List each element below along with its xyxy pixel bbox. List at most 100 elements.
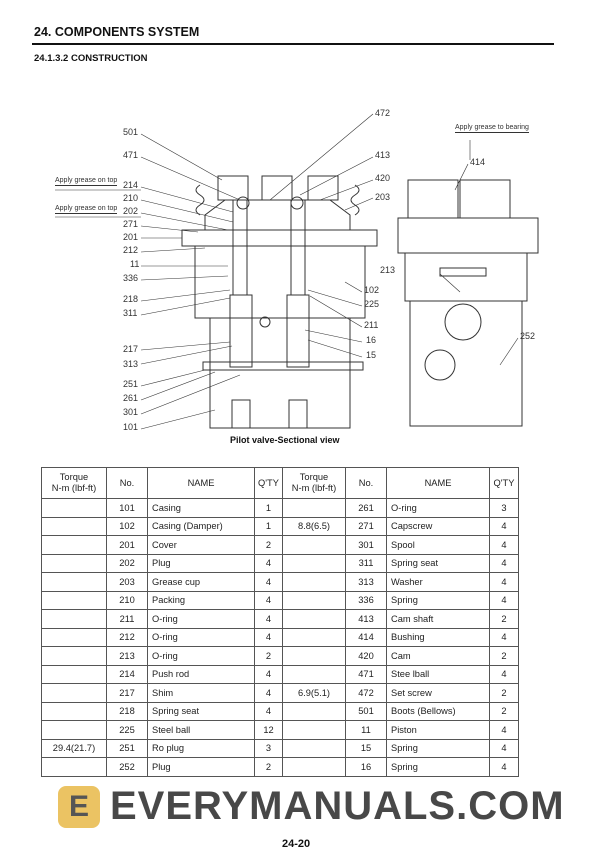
part-no-cell: 213 [106,646,148,666]
col-no: No. [106,467,148,499]
callout: 202 [123,206,139,216]
torque-cell [41,498,107,518]
part-no-cell: 201 [106,535,148,555]
part-no-cell: 210 [106,590,148,610]
part-name-cell: Spring [386,757,490,777]
watermark: EVERYMANUALS.COM [110,784,565,828]
torque-cell [41,757,107,777]
part-name-cell: Grease cup [147,572,255,592]
part-no-cell: 15 [345,738,387,758]
part-no-cell: 471 [345,664,387,684]
qty-cell: 4 [489,572,519,592]
part-no-cell: 472 [345,683,387,703]
qty-cell: 4 [254,701,283,721]
callout: 11 [130,259,140,269]
torque-cell: 8.8(6.5) [282,516,346,536]
header-rule [32,43,554,45]
part-no-cell: 202 [106,553,148,573]
torque-cell [41,572,107,592]
part-no-cell: 301 [345,535,387,555]
note-grease-on-top: Apply grease on top [55,205,118,214]
part-name-cell: Push rod [147,664,255,684]
col-qty: Q'TY [254,467,283,499]
callout: 472 [375,108,391,118]
callout: 201 [123,232,139,242]
torque-cell [282,720,346,740]
note-grease-bearing: Apply grease to bearing [455,124,529,133]
torque-cell [41,627,107,647]
qty-cell: 4 [254,664,283,684]
callout: 301 [123,407,139,417]
qty-cell: 4 [254,553,283,573]
part-no-cell: 211 [106,609,148,629]
qty-cell: 4 [489,738,519,758]
part-no-cell: 261 [345,498,387,518]
torque-cell [282,553,346,573]
qty-cell: 4 [254,683,283,703]
qty-cell: 4 [489,757,519,777]
callout: 225 [364,299,380,309]
torque-unit: N-m (lbf-ft) [291,483,337,493]
pilot-valve-diagram: Apply grease on top Apply grease on top … [55,108,539,445]
torque-cell [282,498,346,518]
part-no-cell: 420 [345,646,387,666]
part-name-cell: Stee lball [386,664,490,684]
part-no-cell: 16 [345,757,387,777]
qty-cell: 2 [254,646,283,666]
torque-cell [282,590,346,610]
part-no-cell: 271 [345,516,387,536]
part-name-cell: Plug [147,757,255,777]
callout: 420 [375,173,391,183]
part-name-cell: Set screw [386,683,490,703]
col-name: NAME [386,467,490,499]
torque-cell: 29.4(21.7) [41,738,107,758]
callout: 213 [380,265,396,275]
part-no-cell: 102 [106,516,148,536]
callout: 261 [123,393,139,403]
callout: 203 [375,192,391,202]
torque-cell [282,646,346,666]
torque-cell [41,720,107,740]
callout: 336 [123,273,139,283]
part-name-cell: Plug [147,553,255,573]
part-name-cell: Spring [386,738,490,758]
qty-cell: 2 [489,609,519,629]
qty-cell: 2 [489,683,519,703]
torque-cell [41,701,107,721]
torque-cell [282,757,346,777]
part-no-cell: 11 [345,720,387,740]
torque-label: Torque [59,472,89,482]
torque-cell [41,553,107,573]
qty-cell: 4 [489,590,519,610]
callout: 212 [123,245,139,255]
part-no-cell: 252 [106,757,148,777]
qty-cell: 4 [489,720,519,740]
torque-cell: 6.9(5.1) [282,683,346,703]
torque-cell [41,516,107,536]
part-name-cell: Spring seat [386,553,490,573]
part-no-cell: 311 [345,553,387,573]
part-no-cell: 413 [345,609,387,629]
part-no-cell: 214 [106,664,148,684]
qty-cell: 4 [489,553,519,573]
part-name-cell: O-ring [386,498,490,518]
part-no-cell: 336 [345,590,387,610]
torque-cell [41,664,107,684]
callout: 101 [123,422,139,432]
torque-cell [282,535,346,555]
part-name-cell: O-ring [147,609,255,629]
callout: 218 [123,294,139,304]
torque-cell [282,572,346,592]
callout: 102 [364,285,380,295]
part-no-cell: 218 [106,701,148,721]
callout: 471 [123,150,139,160]
part-no-cell: 101 [106,498,148,518]
